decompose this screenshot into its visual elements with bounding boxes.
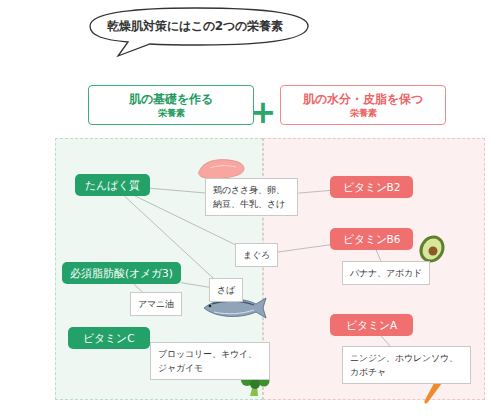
connector-line — [376, 250, 381, 261]
food-box: バナナ、アボカド — [342, 261, 430, 285]
node-text: 栄養素 — [89, 107, 253, 120]
connector-line — [381, 336, 390, 346]
food-box: さば — [209, 278, 243, 302]
node-text: 肌の基礎を作る — [89, 91, 253, 107]
nutrient-pill: ビタミンA — [330, 314, 413, 336]
node-text: たんぱく質 — [83, 178, 142, 192]
node-text: ニンジン、ホウレンソウ、 カボチャ — [350, 351, 463, 379]
nutrient-pill: ビタミンB2 — [330, 176, 413, 198]
node-text: ブロッコリー、キウイ、 ジャガイモ — [158, 347, 262, 375]
node-text: さば — [217, 283, 235, 297]
node-text: アマニ油 — [138, 297, 174, 311]
node-text: 鶏のささ身、卵、 納豆、牛乳、さけ — [213, 183, 290, 211]
connector-line — [181, 283, 209, 288]
nutrient-pill: たんぱく質 — [75, 174, 150, 196]
food-box: まぐろ — [235, 243, 278, 267]
nutrient-pill: 必須脂肪酸(オメガ3) — [62, 262, 181, 284]
nutrient-pill: ビタミンC — [68, 327, 150, 349]
node-text: バナナ、アボカド — [350, 266, 422, 280]
nutrient-pill: ビタミンB6 — [330, 228, 413, 250]
connector-line — [134, 284, 143, 292]
header-box: 肌の水分・皮脂を保つ栄養素 — [280, 85, 446, 125]
food-box: アマニ油 — [130, 292, 182, 316]
food-box: ブロッコリー、キウイ、 ジャガイモ — [150, 342, 270, 380]
title: 乾燥肌対策にはこの2つの栄養素 — [70, 18, 320, 34]
node-text: ビタミンB6 — [338, 232, 405, 246]
node-text: ビタミンA — [338, 318, 405, 332]
node-text: 肌の水分・皮脂を保つ — [281, 91, 445, 107]
connector-line — [298, 190, 330, 193]
node-text: ビタミンC — [76, 331, 142, 345]
chicken-illustration — [199, 160, 244, 179]
connector-line — [150, 188, 205, 193]
node-text: 必須脂肪酸(オメガ3) — [70, 266, 173, 280]
header-box: 肌の基礎を作る栄養素 — [88, 85, 254, 125]
food-box: 鶏のささ身、卵、 納豆、牛乳、さけ — [205, 178, 298, 216]
node-text: ビタミンB2 — [338, 180, 405, 194]
node-text: 栄養素 — [281, 107, 445, 120]
connector-line — [278, 245, 330, 252]
node-text: まぐろ — [243, 248, 270, 262]
food-box: ニンジン、ホウレンソウ、 カボチャ — [342, 346, 471, 384]
